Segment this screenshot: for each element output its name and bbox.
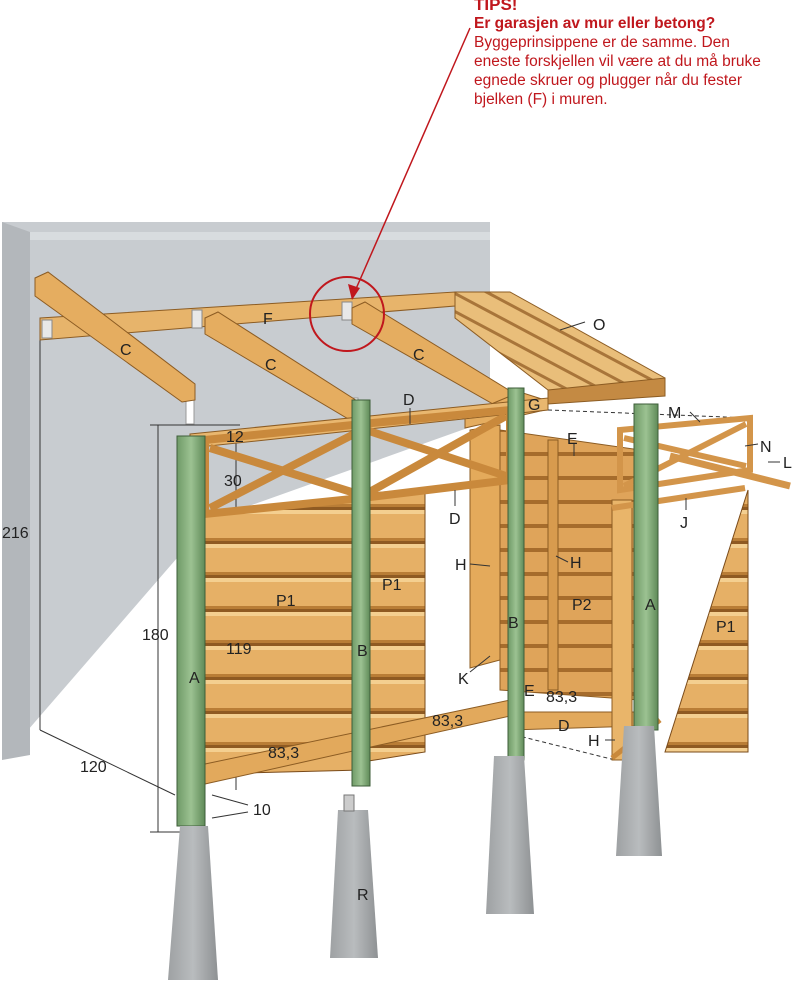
label-r: R <box>357 887 369 904</box>
label-p1a: P1 <box>276 593 296 610</box>
label-l: L <box>783 455 792 472</box>
label-p1c: P1 <box>716 619 736 636</box>
label-b2: B <box>508 615 519 632</box>
footing-4 <box>616 726 662 856</box>
wall-p1-right <box>664 489 749 753</box>
label-j: J <box>680 515 688 532</box>
post-b-left <box>351 399 371 787</box>
label-d1: D <box>403 392 415 409</box>
dim-119: 119 <box>226 641 252 658</box>
footing-2 <box>330 810 378 958</box>
callout-arrow <box>351 27 471 299</box>
tips-lead: Er garasjen av mur eller betong? <box>474 15 716 32</box>
frame-m-n <box>617 414 753 494</box>
dim-83-3-b: 83,3 <box>432 713 463 730</box>
label-c2: C <box>265 357 277 374</box>
tips-title: TIPS! <box>474 0 518 14</box>
tips-body: Byggeprinsippene er de samme. Den eneste… <box>474 34 761 108</box>
dim-216: 216 <box>2 525 29 542</box>
label-a1: A <box>189 670 200 687</box>
dim-10: 10 <box>253 802 271 819</box>
label-m: M <box>668 405 681 422</box>
label-h1: H <box>455 557 467 574</box>
label-h3: H <box>588 733 600 750</box>
label-e2: E <box>524 683 535 700</box>
dim-83-3-c: 83,3 <box>546 689 577 706</box>
label-o: O <box>593 317 605 334</box>
callout-circle <box>309 276 385 352</box>
label-f: F <box>263 311 273 328</box>
post-a-right <box>633 403 659 731</box>
wall-p1-left <box>204 497 363 775</box>
dim-12: 12 <box>226 429 244 446</box>
label-c1: C <box>120 342 132 359</box>
label-k: K <box>458 671 469 688</box>
label-n: N <box>760 439 772 456</box>
footing-3 <box>486 756 534 914</box>
post-b-right <box>507 387 525 761</box>
footing-1 <box>168 826 218 980</box>
label-b1: B <box>357 643 368 660</box>
label-g: G <box>528 397 540 414</box>
dim-83-3-a: 83,3 <box>268 745 299 762</box>
rafter-c1 <box>34 271 196 403</box>
label-p2: P2 <box>572 597 592 614</box>
door-frame-h <box>611 499 633 761</box>
dim-180: 180 <box>142 627 169 644</box>
dim-30: 30 <box>224 473 242 490</box>
post-a-left <box>176 435 206 827</box>
label-d3: D <box>558 718 570 735</box>
tips-box: TIPS! Er garasjen av mur eller betong? B… <box>474 0 774 109</box>
label-p1b: P1 <box>382 577 402 594</box>
label-a2: A <box>645 597 656 614</box>
label-c3: C <box>413 347 425 364</box>
label-d2: D <box>449 511 461 528</box>
label-h2: H <box>570 555 582 572</box>
label-e1: E <box>567 431 578 448</box>
dim-120: 120 <box>80 759 107 776</box>
